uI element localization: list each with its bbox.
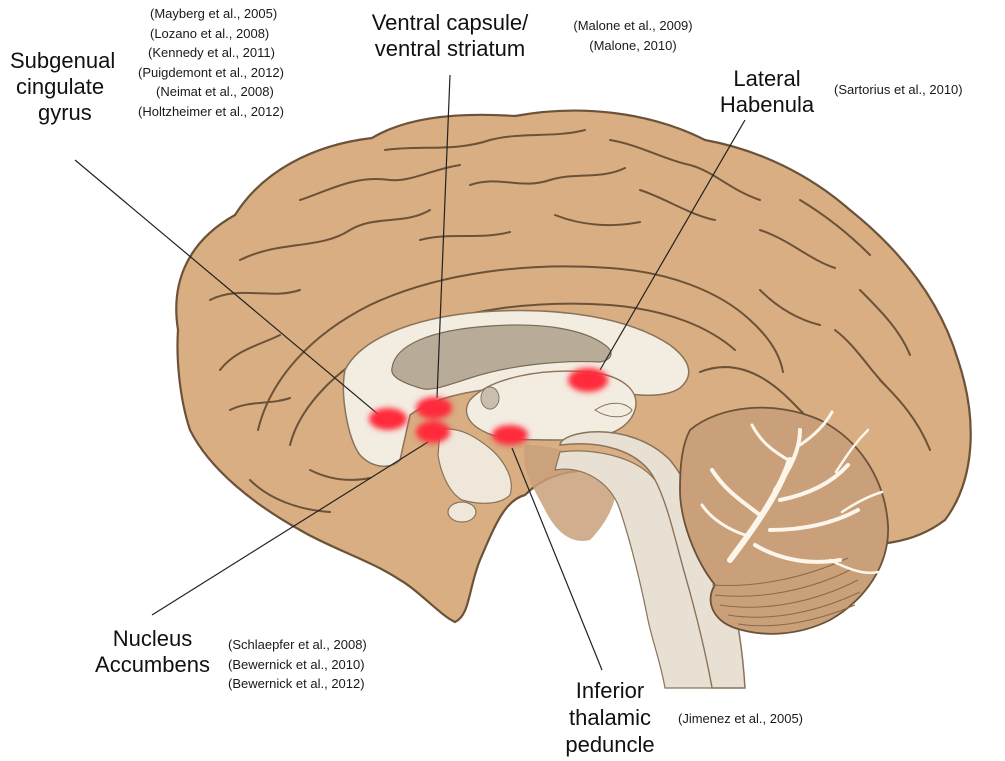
reference: (Kennedy et al., 2011) — [138, 43, 284, 63]
site-ventral-capsule — [416, 397, 452, 419]
site-lateral-habenula — [568, 368, 608, 392]
label-line: Nucleus — [85, 626, 220, 652]
refs-lateral-habenula: (Sartorius et al., 2010) — [834, 80, 963, 100]
reference: (Schlaepfer et al., 2008) — [228, 635, 367, 655]
reference: (Malone, 2010) — [548, 36, 718, 56]
label-lateral-habenula: Lateral Habenula — [712, 66, 822, 118]
site-subgenual-cingulate — [369, 408, 407, 430]
reference: (Holtzheimer et al., 2012) — [138, 102, 284, 122]
label-line: Inferior — [550, 677, 670, 704]
label-line: thalamic — [550, 704, 670, 731]
refs-ventral-capsule-ventral-striatum: (Malone et al., 2009) (Malone, 2010) — [548, 16, 718, 55]
reference: (Sartorius et al., 2010) — [834, 80, 963, 100]
label-line: cingulate — [10, 74, 115, 100]
site-nucleus-accumbens — [416, 421, 450, 443]
label-line: ventral striatum — [355, 36, 545, 62]
reference: (Bewernick et al., 2012) — [228, 674, 367, 694]
label-line: Accumbens — [85, 652, 220, 678]
reference: (Bewernick et al., 2010) — [228, 655, 367, 675]
reference: (Malone et al., 2009) — [548, 16, 718, 36]
label-line: Ventral capsule/ — [355, 10, 545, 36]
label-line: gyrus — [10, 100, 115, 126]
site-inferior-thalamic-peduncle — [492, 425, 528, 445]
reference: (Lozano et al., 2008) — [138, 24, 284, 44]
optic-chiasm — [448, 502, 476, 522]
reference: (Neimat et al., 2008) — [138, 82, 284, 102]
label-ventral-capsule-ventral-striatum: Ventral capsule/ ventral striatum — [355, 10, 545, 62]
label-line: Habenula — [712, 92, 822, 118]
label-line: peduncle — [550, 731, 670, 758]
refs-subgenual-cingulate-gyrus: (Mayberg et al., 2005) (Lozano et al., 2… — [138, 4, 284, 121]
refs-nucleus-accumbens: (Schlaepfer et al., 2008) (Bewernick et … — [228, 635, 367, 694]
reference: (Mayberg et al., 2005) — [138, 4, 284, 24]
label-line: Subgenual — [10, 48, 115, 74]
label-subgenual-cingulate-gyrus: Subgenual cingulate gyrus — [10, 48, 115, 126]
interthalamic-adhesion — [481, 387, 499, 409]
refs-inferior-thalamic-peduncle: (Jimenez et al., 2005) — [678, 709, 803, 729]
label-nucleus-accumbens: Nucleus Accumbens — [85, 626, 220, 678]
reference: (Puigdemont et al., 2012) — [138, 63, 284, 83]
label-line: Lateral — [712, 66, 822, 92]
label-inferior-thalamic-peduncle: Inferior thalamic peduncle — [550, 677, 670, 758]
reference: (Jimenez et al., 2005) — [678, 709, 803, 729]
